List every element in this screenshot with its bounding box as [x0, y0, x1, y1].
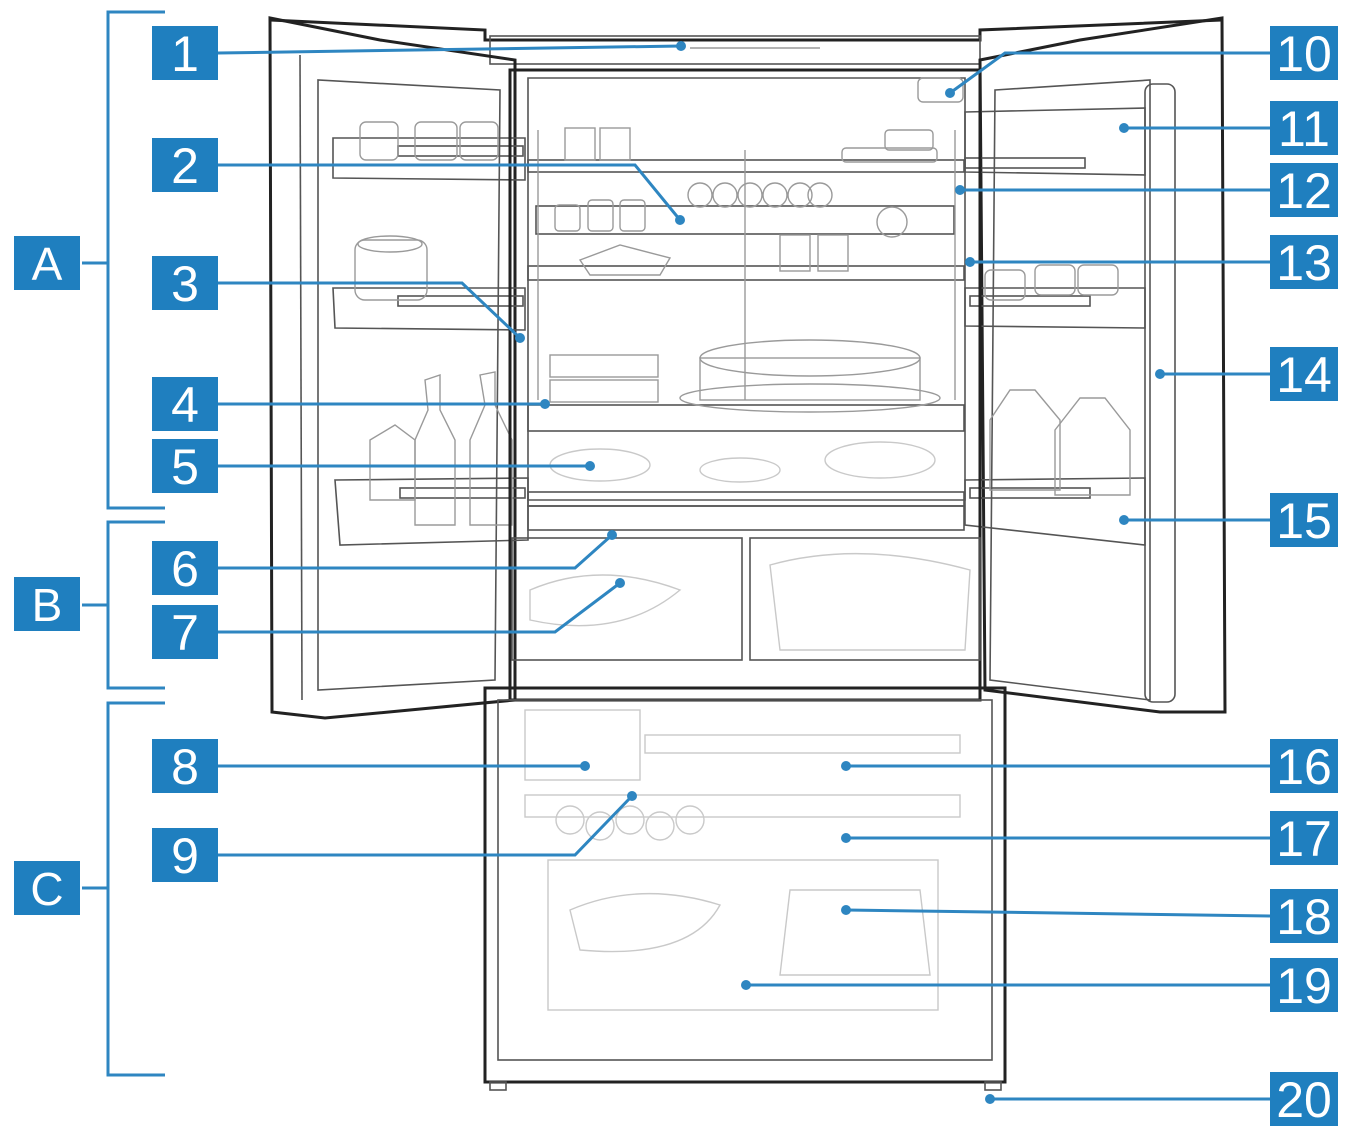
callout-13-label: 13: [1276, 235, 1332, 291]
callout-1-label: 1: [171, 26, 199, 82]
callout-5-label: 5: [171, 439, 199, 495]
callout-12-label: 12: [1276, 163, 1332, 219]
callout-8-label: 8: [171, 739, 199, 795]
callout-16-box: [1270, 739, 1338, 793]
section-brackets: [82, 10, 165, 1077]
callout-9-box: [152, 828, 218, 882]
callout-4-label: 4: [171, 377, 199, 433]
callout-14-label: 14: [1276, 347, 1332, 403]
callout-13-box: [1270, 235, 1338, 289]
callout-7-box: [152, 605, 218, 659]
callout-2-label: 2: [171, 138, 199, 194]
section-c-label: C: [30, 863, 63, 915]
callout-18-label: 18: [1276, 889, 1332, 945]
leader-dots: [515, 41, 1165, 1104]
callout-4-box: [152, 377, 218, 431]
callout-11-label: 11: [1278, 101, 1330, 157]
section-b-box: [14, 577, 80, 631]
callouts-right: 10 11 12 13 14 15 16 17 18 19 20: [1270, 26, 1338, 1128]
freezer-drawer: [483, 686, 1007, 1091]
callout-17-label: 17: [1276, 811, 1332, 867]
bracket-a: [82, 10, 165, 510]
callout-6-box: [152, 541, 218, 595]
section-a-box: [14, 236, 80, 290]
callout-10-box: [1270, 26, 1338, 80]
section-a-label: A: [32, 238, 63, 290]
refrigerator-illustration: [268, 16, 1227, 1091]
callout-5-box: [152, 439, 218, 493]
callout-2-box: [152, 138, 218, 192]
bracket-b: [82, 520, 165, 690]
callout-16-label: 16: [1276, 739, 1332, 795]
left-door: [268, 16, 529, 720]
callout-7-label: 7: [171, 605, 199, 661]
section-b-label: B: [32, 579, 63, 631]
callout-3-label: 3: [171, 256, 199, 312]
callout-19-box: [1270, 958, 1338, 1012]
callout-15-label: 15: [1276, 493, 1332, 549]
callouts-left: 1 2 3 4 5 6 7 8 9: [152, 26, 218, 884]
callout-17-box: [1270, 811, 1338, 865]
callout-20-label: 20: [1276, 1072, 1332, 1128]
callout-1-box: [152, 26, 218, 80]
callout-11-box: [1270, 101, 1338, 155]
right-door: [964, 16, 1227, 714]
callout-14-box: [1270, 347, 1338, 401]
callout-3-box: [152, 256, 218, 310]
callout-6-label: 6: [171, 541, 199, 597]
leader-lines: [217, 44, 1271, 1101]
bracket-c: [82, 701, 165, 1077]
callout-19-label: 19: [1276, 958, 1332, 1014]
callout-8-box: [152, 739, 218, 793]
section-labels: A B C: [14, 236, 80, 915]
callout-20-box: [1270, 1072, 1338, 1126]
callout-10-label: 10: [1276, 26, 1332, 82]
callout-15-box: [1270, 493, 1338, 547]
callout-12-box: [1270, 163, 1338, 217]
section-c-box: [14, 861, 80, 915]
callout-18-box: [1270, 889, 1338, 943]
callout-9-label: 9: [171, 828, 199, 884]
